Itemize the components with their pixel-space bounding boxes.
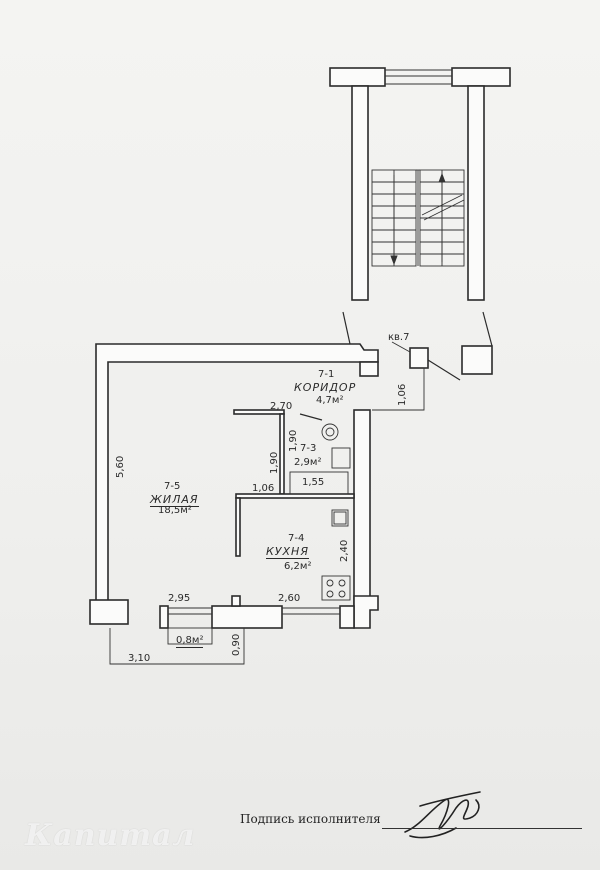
living-number: 7-5 — [164, 481, 181, 492]
dim-tub: 1,55 — [302, 477, 325, 488]
dim-corridor-width: 2,70 — [270, 401, 293, 412]
signature-caption: Подпись исполнителя — [240, 812, 381, 826]
bathroom-number: 7-3 — [300, 443, 317, 454]
balcony — [109, 627, 245, 665]
living-name: ЖИЛАЯ — [150, 493, 199, 507]
entrance — [342, 311, 493, 411]
kitchen-number: 7-4 — [288, 533, 305, 544]
wall-corner-bottom-left — [89, 599, 129, 625]
dim-partition: 1,06 — [252, 483, 275, 494]
dim-balcony-depth: 0,90 — [231, 633, 242, 656]
bathtub — [289, 471, 349, 495]
corridor-number: 7-1 — [318, 369, 335, 380]
stair-wall-top-right — [451, 67, 511, 87]
watermark-logo: Капитал — [25, 818, 196, 853]
signature-line — [382, 828, 582, 829]
wall-right — [353, 409, 371, 607]
dim-kitchen-height: 2,40 — [339, 539, 350, 562]
apartment-label: кв.7 — [388, 332, 410, 343]
corridor-name: КОРИДОР — [294, 381, 357, 394]
stair-wall-top-left — [329, 67, 386, 87]
signature-scribble — [404, 791, 481, 839]
living-area: 18,5м² — [158, 505, 192, 516]
kitchen-area: 6,2м² — [284, 561, 312, 572]
dim-corridor-right: 1,06 — [397, 383, 408, 406]
corridor-area: 4,7м² — [316, 395, 344, 406]
dim-window-left: 2,95 — [168, 593, 191, 604]
outer-walls — [89, 343, 379, 629]
bathroom-area: 2,9м² — [294, 457, 322, 468]
dim-bath-height: 1,90 — [269, 451, 280, 474]
dim-window-right: 2,60 — [278, 593, 301, 604]
stair-wall-right — [467, 85, 485, 301]
balcony-area: 0,8м² — [176, 635, 204, 648]
stairwell — [329, 67, 511, 301]
ventilation-shaft — [409, 347, 429, 369]
dim-living-height: 5,60 — [115, 455, 126, 478]
partitions — [233, 409, 355, 601]
stove — [321, 575, 351, 601]
kitchen-name: КУХНЯ — [266, 545, 309, 559]
stair-wall-left — [351, 85, 369, 301]
dim-balcony-width: 3,10 — [128, 653, 151, 664]
dim-bath-side: 1,90 — [288, 429, 299, 452]
